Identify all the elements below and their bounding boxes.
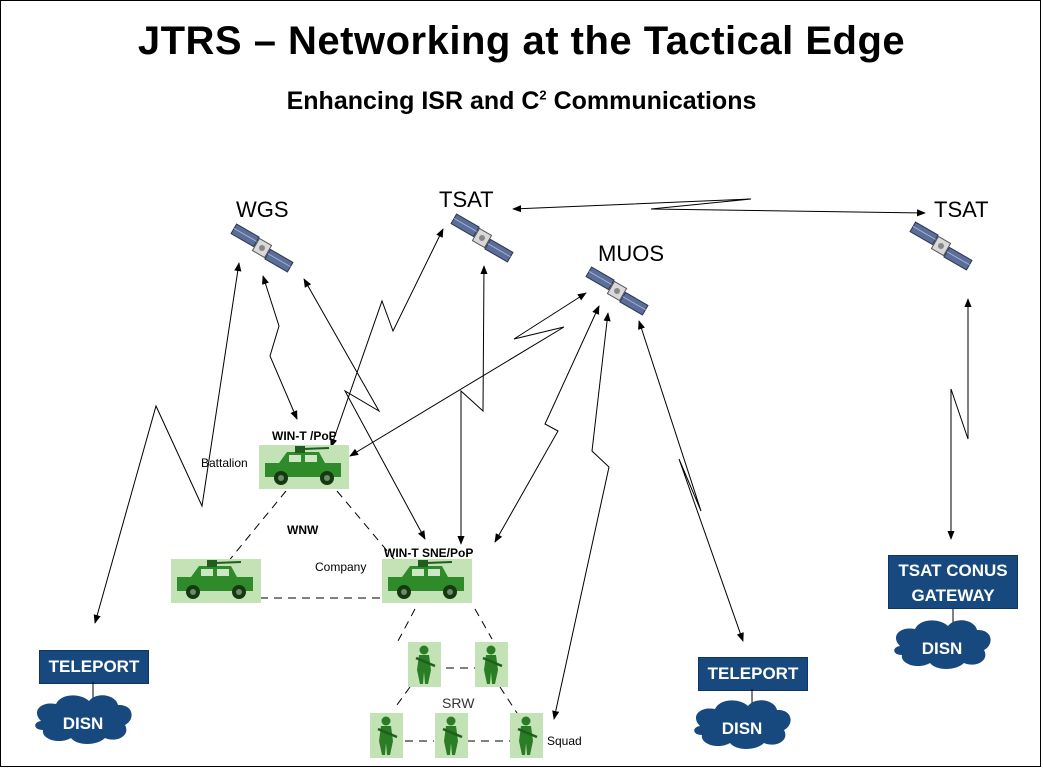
muos-label: MUOS bbox=[598, 241, 664, 266]
wgs-label: WGS bbox=[236, 197, 289, 222]
disn-cloud-right: DISN bbox=[694, 700, 791, 749]
link-muos-company bbox=[494, 305, 600, 543]
wgs-satellite-icon bbox=[230, 223, 294, 273]
company-label: Company bbox=[315, 560, 367, 574]
subtitle-main: Enhancing ISR and C bbox=[286, 87, 540, 115]
wnw-link-battalion-left bbox=[226, 490, 287, 564]
disn-cloud-gateway: DISN bbox=[894, 620, 991, 669]
tsat-gateway-box: TSAT CONUS GATEWAY bbox=[888, 555, 1018, 609]
disn-cloud-left: DISN bbox=[35, 695, 132, 744]
link-tsat-battalion bbox=[330, 228, 444, 448]
tsat-gateway-line2: GATEWAY bbox=[911, 586, 995, 605]
link-tsat-tsat bbox=[512, 198, 926, 217]
soldier-icon bbox=[406, 640, 443, 689]
wnw-link-battalion-company bbox=[336, 490, 395, 560]
wint-sne-label: WIN-T SNE/PoP bbox=[384, 546, 474, 560]
link-wgs-battalion bbox=[262, 275, 298, 420]
link-muos-teleport bbox=[638, 320, 744, 642]
tsat-gateway-line1: TSAT CONUS bbox=[898, 561, 1008, 580]
squad-label: Squad bbox=[547, 734, 582, 748]
link-muos-squad bbox=[552, 312, 611, 720]
link-tsat-gateway bbox=[947, 298, 972, 540]
tsat-center-satellite-icon bbox=[450, 213, 514, 263]
left-vehicle-icon bbox=[170, 558, 262, 604]
teleport-left-box: TELEPORT bbox=[39, 650, 149, 684]
link-wgs-teleport bbox=[93, 262, 242, 624]
page-title: JTRS – Networking at the Tactical Edge bbox=[137, 19, 906, 63]
srw-link-a bbox=[397, 608, 416, 642]
subtitle-superscript: 2 bbox=[539, 87, 547, 103]
muos-satellite-icon bbox=[585, 266, 649, 316]
tsat-center-label: TSAT bbox=[439, 187, 494, 212]
soldier-icon bbox=[368, 711, 405, 760]
link-muos-battalion bbox=[349, 292, 587, 457]
srw-label: SRW bbox=[442, 695, 475, 711]
disn-left-label: DISN bbox=[63, 714, 104, 733]
soldier-icon bbox=[433, 711, 470, 760]
disn-gateway-label: DISN bbox=[922, 639, 963, 658]
company-vehicle-icon bbox=[381, 558, 473, 604]
srw-link-d bbox=[393, 686, 411, 710]
tsat-right-satellite-icon bbox=[909, 221, 973, 271]
disn-right-label: DISN bbox=[722, 719, 763, 738]
page-subtitle: Enhancing ISR and C2 Communications bbox=[1, 87, 1040, 116]
subtitle-end: Communications bbox=[546, 87, 757, 115]
teleport-right-box: TELEPORT bbox=[698, 657, 808, 691]
tsat-right-label: TSAT bbox=[934, 197, 989, 222]
soldier-icon bbox=[508, 711, 545, 760]
link-wgs-company bbox=[303, 278, 426, 540]
srw-link-e bbox=[499, 686, 518, 714]
srw-link-b bbox=[474, 608, 493, 640]
battalion-vehicle-icon bbox=[258, 444, 350, 490]
soldier-icon bbox=[473, 640, 510, 689]
link-tsat-company bbox=[457, 265, 488, 545]
